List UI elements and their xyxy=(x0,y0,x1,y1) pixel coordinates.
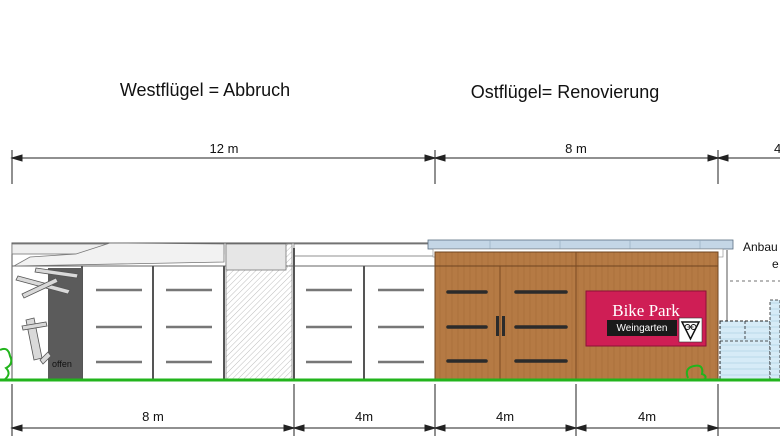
sign-subtitle: Weingarten xyxy=(617,323,668,334)
west-wing: offen xyxy=(11,242,436,381)
shrub-middle xyxy=(685,364,707,381)
sign-title: Bike Park xyxy=(612,301,680,320)
east-wing-heading: Ostflügel= Renovierung xyxy=(471,82,660,102)
annex xyxy=(719,250,780,381)
top-dim-annex-label: 4 xyxy=(774,141,780,156)
top-dim-west-label: 12 m xyxy=(210,141,239,156)
annex-note-line1: Anbau xyxy=(743,240,778,254)
top-dimension-line xyxy=(10,150,780,184)
bike-park-sign: Bike Park Weingarten xyxy=(585,290,707,347)
open-bay-label: offen xyxy=(52,359,72,369)
bike-park-logo-icon xyxy=(680,321,701,341)
annex-note-line2: e xyxy=(772,257,779,271)
bottom-dim-seg2-label: 4m xyxy=(355,409,373,424)
bottom-dim-seg4-label: 4m xyxy=(638,409,656,424)
bottom-dim-seg1-label: 8 m xyxy=(142,409,164,424)
shrub-left xyxy=(0,347,13,381)
bottom-dim-seg3-label: 4m xyxy=(496,409,514,424)
top-dim-east-label: 8 m xyxy=(565,141,587,156)
west-wing-heading: Westflügel = Abbruch xyxy=(120,80,290,100)
bottom-dimension-line xyxy=(10,384,780,436)
